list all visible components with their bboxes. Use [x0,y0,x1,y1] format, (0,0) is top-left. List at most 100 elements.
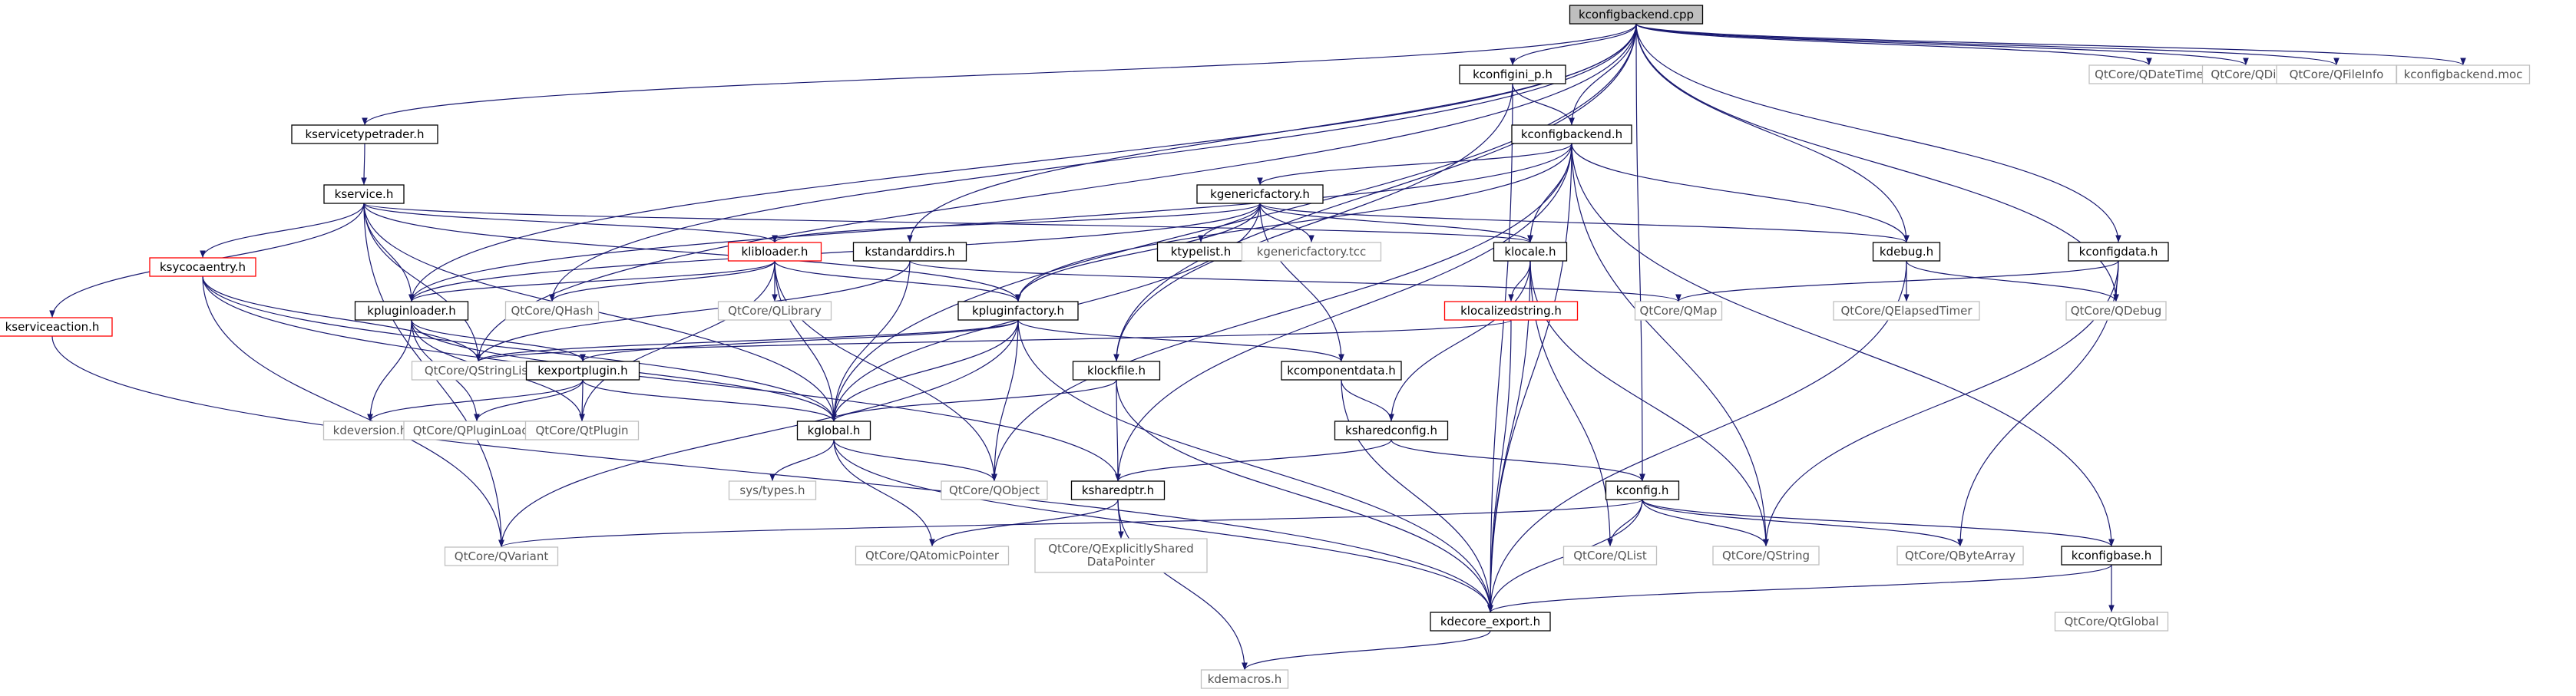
edge-genericfactory-to-debug [1259,203,1910,243]
node-box [2061,546,2162,566]
node-global[interactable]: kglobal.h [796,421,871,440]
edge-configbackend-to-sharedptr [1115,143,1572,482]
node-box [2068,242,2169,262]
node-box [1334,421,1449,440]
node-box [852,242,967,262]
node-label: QtCore/QByteArray [1905,549,2015,562]
node-box [1569,5,1704,25]
node-label: kdeversion.h [333,424,408,437]
node-standarddirs[interactable]: kstandarddirs.h [852,242,967,262]
node-exportplugin[interactable]: kexportplugin.h [525,361,640,381]
node-pluginloader[interactable]: kpluginloader.h [354,301,469,321]
node-box [717,301,832,321]
edge-config-to-qstring [1642,499,1769,547]
edge-exportplugin-to-kversion [367,379,584,422]
edge-configbackend-to-pluginloader [408,143,1572,302]
node-label: QtCore/QElapsedTimer [1840,304,1973,318]
node-box [354,301,469,321]
node-label: QtCore/QStringList [425,364,532,378]
node-label: kpluginloader.h [367,304,455,318]
edge-sharedconfig-to-sharedptr [1115,439,1392,482]
edge-exportplugin-to-qpluginloader [474,379,584,422]
node-pluginfactory[interactable]: kpluginfactory.h [957,301,1079,321]
node-label: kconfigbackend.h [1521,127,1622,141]
node-label: kglobal.h [808,424,861,437]
node-root[interactable]: kconfigbackend.cpp [1569,5,1704,25]
edge-debug-to-kdecoreexport [1487,260,1907,613]
node-box [323,184,405,204]
edge-genericfactory-to-librarloader [772,203,1261,243]
edge-pluginloader-to-exportplugin [411,319,586,362]
node-configbase[interactable]: kconfigbase.h [2061,546,2162,566]
node-service[interactable]: kservice.h [323,184,405,204]
node-typelist[interactable]: ktypelist.h [1156,242,1245,262]
node-configdata[interactable]: kconfigdata.h [2068,242,2169,262]
node-box [291,124,438,144]
edge-root-to-moc [1635,23,2466,66]
node-moc: kconfigbackend.moc [2396,64,2531,84]
edge-standarddirs-to-qstringlist [475,260,911,362]
edge-genericfactory-to-pluginloader [408,203,1261,302]
node-label: QtCore/QtPlugin [535,424,628,437]
node-localizedstring[interactable]: klocalizedstring.h [1443,301,1579,321]
edge-config-to-qvariant [498,499,1643,548]
node-kdecoreexport[interactable]: kdecore_export.h [1430,612,1551,632]
node-label: klockfile.h [1087,364,1146,378]
node-box [2065,301,2167,321]
node-label: kserviceaction.h [5,320,100,334]
node-qstring: QtCore/QString [1712,546,1820,566]
node-debug[interactable]: kdebug.h [1872,242,1941,262]
node-genericfactory[interactable]: kgenericfactory.h [1196,184,1324,204]
node-librarloader[interactable]: klibloader.h [727,242,822,262]
edge-configini-to-kdecoreexport [1487,83,1513,613]
edge-locale-to-localizedstring [1508,260,1531,302]
node-componentdata[interactable]: kcomponentdata.h [1281,361,1402,381]
node-box [1459,64,1566,84]
edge-genericfactory-to-typelist [1198,203,1261,243]
node-sharedconfig[interactable]: ksharedconfig.h [1334,421,1449,440]
node-sharedptr[interactable]: ksharedptr.h [1070,480,1166,500]
node-label: QtCore/QPluginLoader [413,424,541,437]
node-box [1281,361,1402,381]
node-label: ksycocaentry.h [160,260,246,274]
edge-global-to-systypes [769,439,835,482]
node-qhash: QtCore/QHash [504,301,600,321]
node-label: kgenericfactory.h [1210,187,1310,201]
node-configini[interactable]: kconfigini_p.h [1459,64,1566,84]
node-label: kexportplugin.h [537,364,627,378]
node-box [1493,242,1568,262]
node-label: kpluginfactory.h [972,304,1064,318]
node-label: QtCore/QDateTime [2095,68,2204,81]
node-box [728,480,817,500]
node-box [1200,669,1289,689]
node-servicetypetrader[interactable]: kservicetypetrader.h [291,124,438,144]
node-qlist: QtCore/QList [1562,546,1658,566]
node-box [1034,538,1208,573]
edge-pluginfactory-to-kdecoreexport [1017,319,1493,613]
node-box [1872,242,1941,262]
node-serviceaction[interactable]: kserviceaction.h [0,317,113,337]
node-qtplugin: QtCore/QtPlugin [524,421,640,440]
node-config[interactable]: kconfig.h [1605,480,1680,500]
node-box [727,242,822,262]
edge-localizedstring-to-qstringlist [475,319,1512,362]
node-label: kconfigini_p.h [1473,68,1553,82]
edge-sycocaentry-to-sharedptr [202,275,1121,482]
edge-root-to-servicetypetrader [362,23,1637,126]
edge-configbackend-to-debug [1571,143,1910,243]
node-box [941,480,1048,500]
edge-standarddirs-to-global [831,260,911,422]
node-lockfile[interactable]: klockfile.h [1072,361,1161,381]
edge-sharedconfig-to-config [1391,439,1645,482]
node-label: kservice.h [335,187,394,201]
edge-configbackend-to-genericfactory [1257,143,1572,186]
node-label: QtCore/QList [1573,549,1647,562]
edge-configbackend-to-configbase [1571,143,2115,547]
edge-global-to-qatomic [833,439,935,547]
node-sycocaentry[interactable]: ksycocaentry.h [149,257,256,277]
node-locale[interactable]: klocale.h [1493,242,1568,262]
node-layer: kconfigbackend.cpp kservicetypetrader.h ks… [0,5,2531,689]
node-configbackend[interactable]: kconfigbackend.h [1511,124,1632,144]
